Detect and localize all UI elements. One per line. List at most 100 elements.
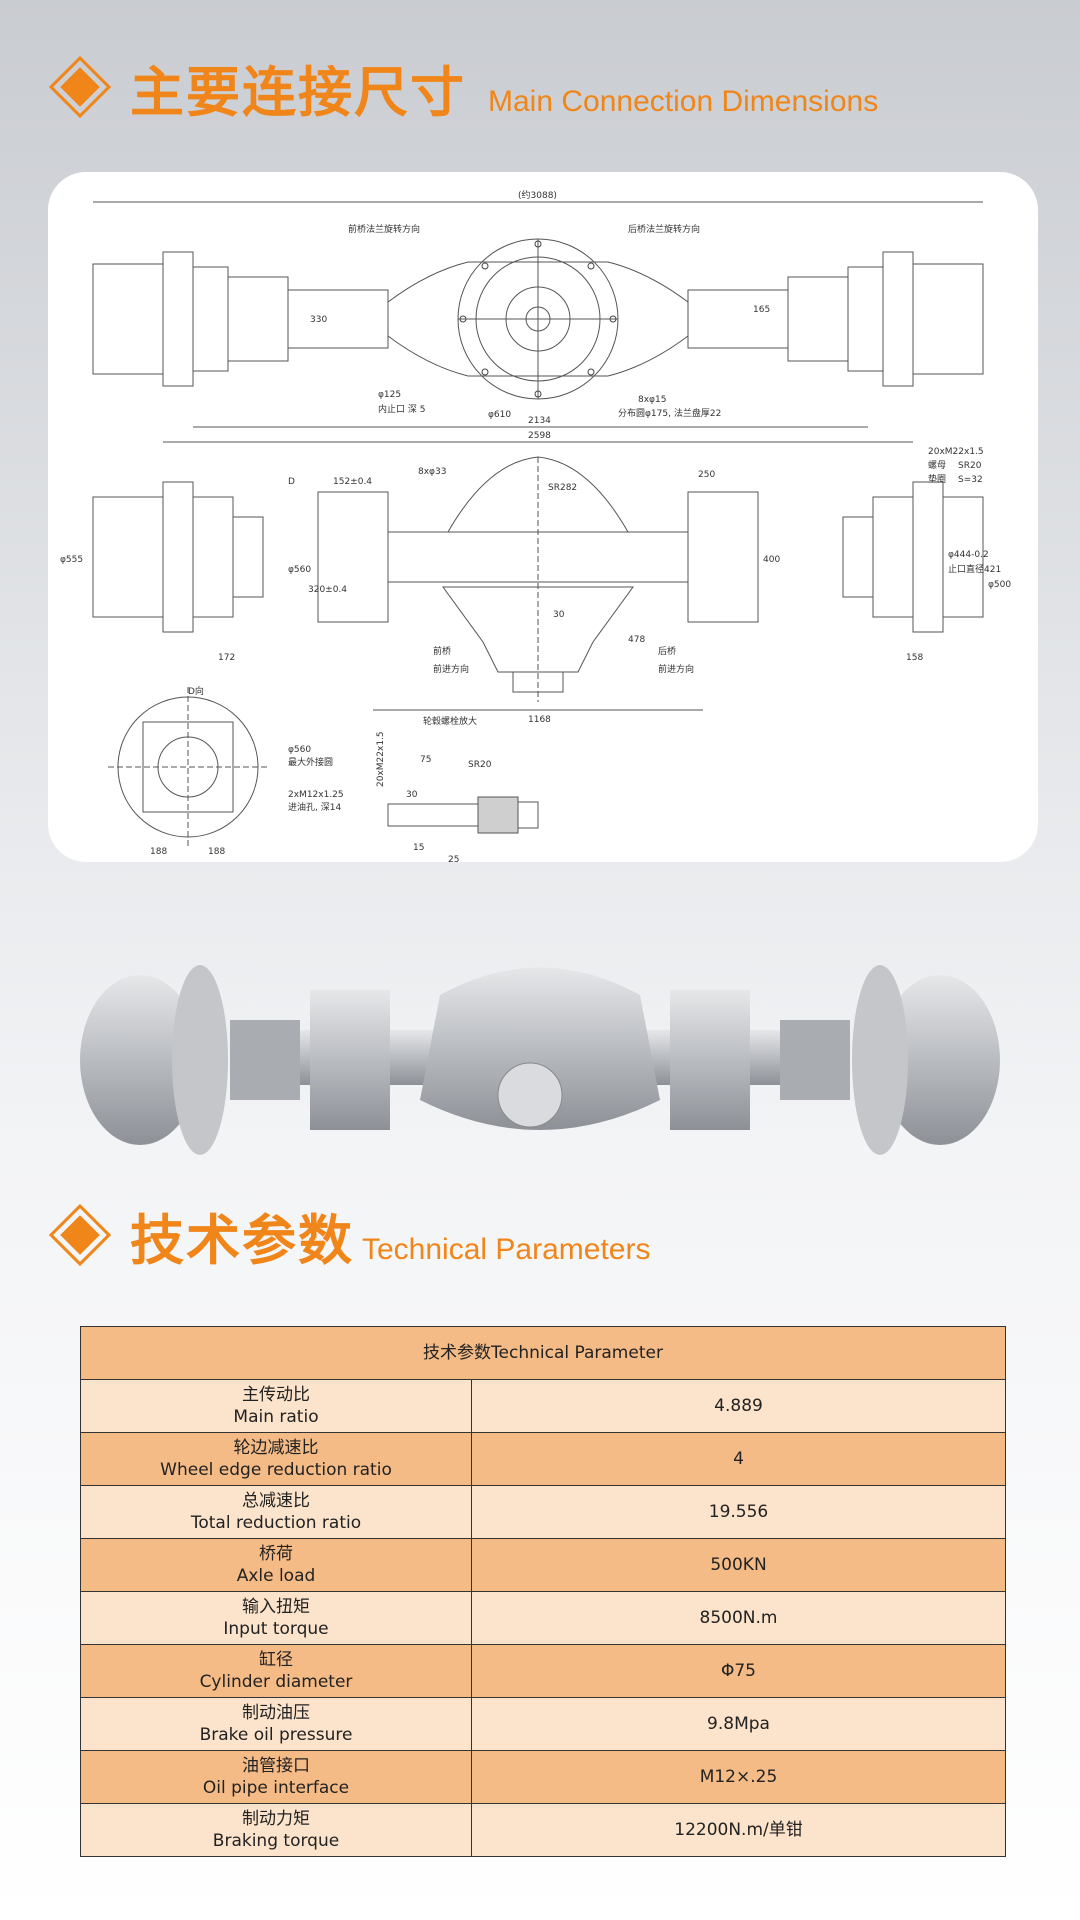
dim-bolts-8x15: 8xφ15: [638, 395, 666, 405]
label-oil-hole: 进油孔, 深14: [288, 801, 341, 813]
label-forward-dir: 前进方向: [433, 663, 469, 675]
param-zh: 桥荷: [259, 1544, 293, 1564]
dim-188b: 188: [208, 847, 225, 857]
dim-15: 15: [413, 843, 424, 853]
param-en: Wheel edge reduction ratio: [160, 1460, 392, 1480]
dim-165: 165: [753, 305, 770, 315]
dim-phi610: φ610: [488, 410, 511, 420]
label-sr20: SR20: [958, 461, 982, 471]
dim-320: 320±0.4: [308, 585, 347, 595]
diamond-icon: [48, 55, 112, 119]
dim-m12: 2xM12x1.25: [288, 790, 344, 800]
param-zh: 油管接口: [242, 1756, 310, 1776]
param-zh: 轮边减速比: [233, 1438, 319, 1458]
dim-phi560: φ560: [288, 565, 311, 575]
label-forward-dir2: 前进方向: [658, 663, 694, 675]
param-en: Main ratio: [233, 1407, 319, 1427]
param-value: M12×.25: [471, 1750, 1006, 1804]
param-en: Oil pipe interface: [202, 1778, 350, 1798]
dim-250: 250: [698, 470, 715, 480]
param-zh: 输入扭矩: [242, 1597, 310, 1617]
param-en: Cylinder diameter: [199, 1672, 353, 1692]
param-en: Axle load: [236, 1566, 316, 1586]
dim-478: 478: [628, 635, 645, 645]
label-d: D: [288, 477, 295, 487]
table-header: 技术参数Technical Parameter: [80, 1326, 1006, 1380]
title-en: Technical Parameters: [362, 1233, 651, 1266]
label-nut: 螺母: [928, 460, 946, 471]
dim-m22-v: 20xM22x1.5: [376, 731, 386, 787]
param-en: Input torque: [223, 1619, 329, 1639]
dim-2598: 2598: [528, 431, 551, 441]
label-enlarge: 轮毂螺栓放大: [423, 715, 477, 727]
axle-photo: [60, 950, 1020, 1170]
dim-30b: 30: [406, 790, 418, 800]
param-zh: 制动力矩: [242, 1809, 310, 1829]
title-en: Main Connection Dimensions: [488, 85, 879, 118]
dim-sr20-b: SR20: [468, 760, 492, 770]
param-value: 9.8Mpa: [471, 1697, 1006, 1751]
label-front-axle: 前桥: [433, 645, 451, 657]
label-front-rot: 前桥法兰旋转方向: [348, 223, 420, 235]
dim-188a: 188: [150, 847, 167, 857]
param-zh: 制动油压: [242, 1703, 310, 1723]
dim-400: 400: [763, 555, 780, 565]
dim-30: 30: [553, 610, 565, 620]
param-en: Brake oil pressure: [199, 1725, 353, 1745]
dim-75: 75: [420, 755, 431, 765]
title-zh: 技术参数: [130, 1209, 354, 1272]
param-value: 4: [471, 1432, 1006, 1486]
dim-pcd: 分布圆φ175, 法兰盘厚22: [618, 407, 721, 419]
dim-m22: 20xM22x1.5: [928, 447, 984, 457]
section-title-dimensions: 主要连接尺寸 Main Connection Dimensions: [48, 48, 879, 127]
dim-2134: 2134: [528, 416, 551, 426]
dim-phi500: φ500: [988, 580, 1011, 590]
dim-phi444: φ444-0.2: [948, 550, 989, 560]
dim-25: 25: [448, 855, 459, 862]
param-zh: 总减速比: [242, 1491, 310, 1511]
dim-phi421: 止口直径421: [948, 563, 1001, 575]
param-zh: 主传动比: [242, 1385, 310, 1405]
param-value: 500KN: [471, 1538, 1006, 1592]
param-value: 8500N.m: [471, 1591, 1006, 1645]
label-washer: 垫圈: [928, 473, 946, 485]
param-en: Total reduction ratio: [190, 1513, 362, 1533]
dim-1168: 1168: [528, 715, 551, 725]
dim-overall: (约3088): [518, 189, 557, 201]
dim-172: 172: [218, 653, 235, 663]
dim-158: 158: [906, 653, 923, 663]
dim-phi560-b: φ560: [288, 745, 311, 755]
label-max-bc: 最大外接圆: [288, 756, 333, 768]
dim-stop: 内止口 深 5: [378, 403, 425, 415]
dim-phi555: φ555: [60, 555, 83, 565]
param-value: Φ75: [471, 1644, 1006, 1698]
technical-drawing: (约3088) 前桥法兰旋转方向 后桥法兰旋转方向 330 165 φ12: [48, 172, 1038, 862]
param-value: 4.889: [471, 1379, 1006, 1433]
label-rear-rot: 后桥法兰旋转方向: [628, 223, 700, 235]
label-s32: S=32: [958, 475, 983, 485]
label-rear-axle: 后桥: [658, 645, 676, 657]
param-value: 12200N.m/单钳: [471, 1803, 1006, 1857]
param-zh: 缸径: [259, 1650, 293, 1670]
param-value: 19.556: [471, 1485, 1006, 1539]
diamond-icon: [48, 1203, 112, 1267]
param-en: Braking torque: [212, 1831, 340, 1851]
label-d-view: D向: [188, 685, 204, 697]
section-title-parameters: 技术参数 Technical Parameters: [48, 1196, 651, 1275]
dim-bolts-8x33: 8xφ33: [418, 467, 446, 477]
dim-sr282: SR282: [548, 483, 577, 493]
dim-152: 152±0.4: [333, 477, 372, 487]
dim-phi125: φ125: [378, 390, 401, 400]
title-zh: 主要连接尺寸: [130, 61, 466, 124]
dim-330: 330: [310, 315, 327, 325]
